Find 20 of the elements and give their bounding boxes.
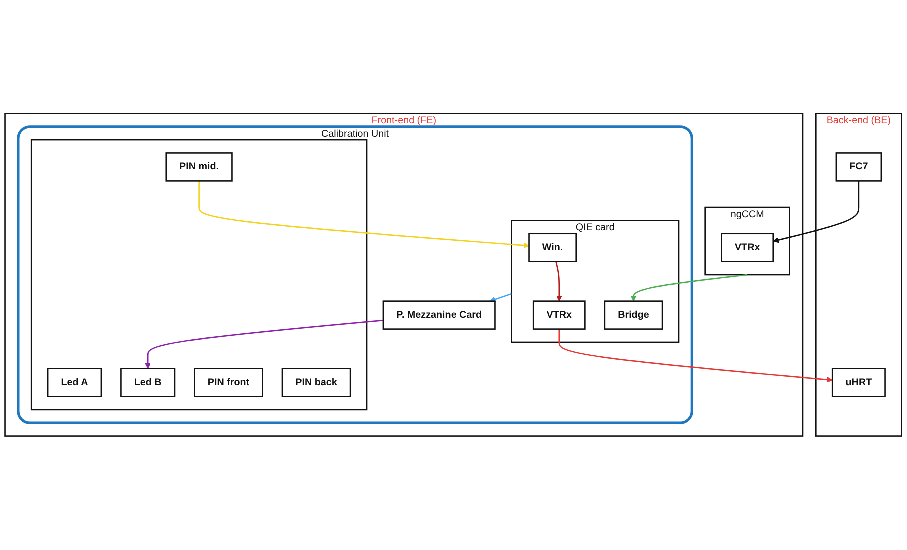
arrow <box>145 320 384 370</box>
arrow <box>556 262 562 302</box>
arrow <box>630 274 748 302</box>
node-box: Bridge <box>604 300 664 330</box>
node-box: VTRx <box>532 300 586 330</box>
node-box: Win. <box>528 233 577 262</box>
arrow <box>198 181 530 249</box>
node-box: PIN mid. <box>166 152 233 182</box>
arrow <box>773 181 860 244</box>
node-box: P. Mezzanine Card <box>382 300 496 330</box>
arrow <box>490 293 512 302</box>
node-box: uHRT <box>832 368 886 398</box>
node-box: FC7 <box>836 152 882 182</box>
cluster <box>30 139 368 411</box>
node-box: VTRx <box>721 233 774 262</box>
node-box: PIN front <box>194 368 264 398</box>
arrow <box>558 329 833 383</box>
node-box: Led A <box>47 368 102 398</box>
node-box: PIN back <box>282 368 352 398</box>
node-box: Led B <box>120 368 176 398</box>
